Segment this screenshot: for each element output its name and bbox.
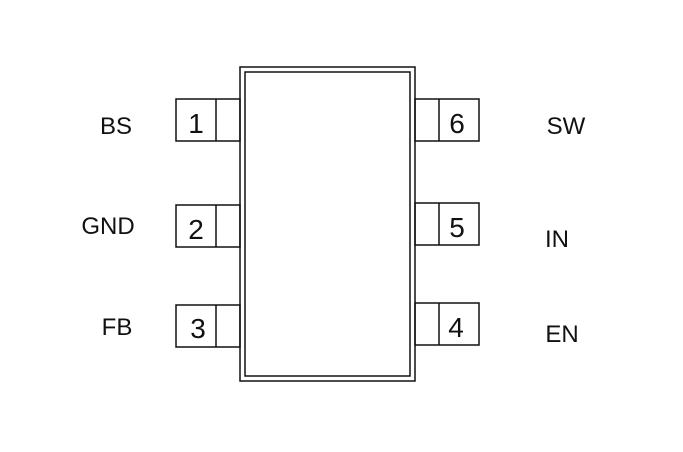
pin-4-pad bbox=[414, 302, 480, 346]
pin-2-label: GND bbox=[81, 213, 134, 240]
pin-1-pad bbox=[175, 98, 241, 142]
pin-4-number: 4 bbox=[448, 312, 464, 343]
pin-3: 3 bbox=[175, 304, 241, 348]
pin-2-number: 2 bbox=[188, 214, 204, 245]
pin-2: 2 bbox=[175, 204, 241, 248]
pin-6-pad bbox=[414, 98, 480, 142]
pin-3-number: 3 bbox=[190, 313, 206, 344]
pin-3-pad bbox=[175, 304, 241, 348]
pin-6-label: SW bbox=[547, 113, 586, 140]
pin-6-number: 6 bbox=[449, 108, 465, 139]
pin-4: 4 bbox=[414, 302, 480, 346]
pin-5: 5 bbox=[414, 202, 480, 246]
pin-1-label: BS bbox=[100, 113, 132, 140]
ic-body bbox=[239, 66, 416, 382]
pin-3-label: FB bbox=[102, 314, 133, 341]
pin-5-label: IN bbox=[545, 226, 569, 253]
pin-4-label: EN bbox=[545, 321, 578, 348]
pin-1-number: 1 bbox=[188, 108, 204, 139]
ic-body-inner bbox=[244, 71, 411, 377]
pin-5-number: 5 bbox=[449, 212, 465, 243]
ic-body-outer bbox=[239, 66, 416, 382]
pin-1: 1 bbox=[175, 98, 241, 142]
pin-6: 6 bbox=[414, 98, 480, 142]
pin-2-pad bbox=[175, 204, 241, 248]
pin-5-pad bbox=[414, 202, 480, 246]
